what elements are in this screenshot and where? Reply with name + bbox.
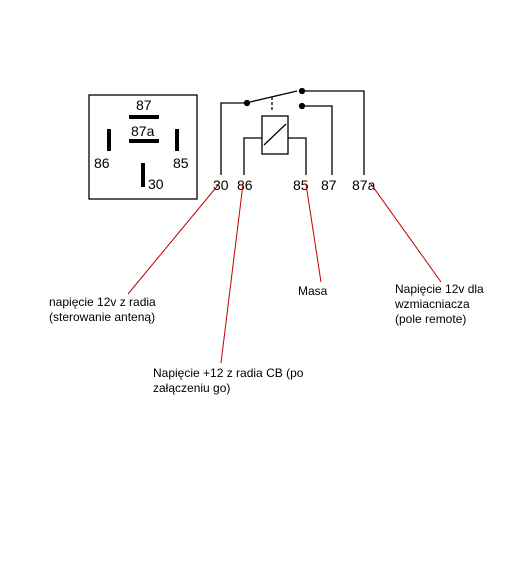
top-pin-30-label: 30 — [148, 176, 164, 192]
wire-pin-87 — [305, 105, 333, 175]
top-pin-85-label: 85 — [173, 155, 189, 171]
leader-pin-85 — [305, 183, 322, 283]
sch-pin-87-label: 87 — [321, 177, 337, 193]
note-pin-30-line1: napięcie 12v z radia — [49, 295, 156, 309]
note-pin-30: napięcie 12v z radia (sterowanie anteną) — [49, 295, 156, 325]
sch-pin-30-label: 30 — [213, 177, 229, 193]
note-pin-30-line2: (sterowanie anteną) — [49, 310, 156, 324]
contact-87 — [298, 87, 306, 95]
note-pin-87a-line1: Napięcie 12v dla — [395, 282, 484, 296]
leader-pin-30 — [127, 183, 220, 295]
sch-pin-86-label: 86 — [237, 177, 253, 193]
leader-pin-86 — [220, 183, 244, 364]
note-pin-85: Masa — [298, 284, 327, 299]
relay-schematic — [220, 87, 365, 175]
relay-body-outline — [88, 94, 198, 200]
sch-pin-87a-label: 87a — [352, 177, 376, 193]
top-pin-86-label: 86 — [94, 155, 110, 171]
wire-pin-85 — [288, 137, 307, 175]
leader-pin-87a — [370, 183, 442, 283]
leader-lines — [127, 183, 442, 364]
note-pin-85-line1: Masa — [298, 284, 328, 298]
coil-diagonal — [263, 123, 287, 146]
contact-87a — [298, 102, 306, 110]
note-pin-87a-line3: (pole remote) — [395, 312, 467, 326]
relay-coil — [261, 115, 289, 155]
note-pin-87a-line2: wzmiacniacza — [395, 297, 470, 311]
switch-arm — [249, 90, 298, 103]
contact-common — [243, 99, 251, 107]
sch-pin-85-label: 85 — [293, 177, 309, 193]
top-pin-87-label: 87 — [136, 97, 152, 113]
wire-pin-30 — [220, 102, 244, 175]
relay-top-view: 87 87a 86 85 30 — [88, 94, 198, 200]
wire-pin-86 — [243, 137, 262, 175]
note-pin-87a: Napięcie 12v dla wzmiacniacza (pole remo… — [395, 282, 484, 327]
top-pin-87a-label: 87a — [131, 123, 155, 139]
note-pin-86-line1: Napięcie +12 z radia CB (po — [153, 366, 304, 380]
note-pin-86-line2: załączeniu go) — [153, 381, 231, 395]
wire-pin-87a — [305, 90, 365, 175]
note-pin-86: Napięcie +12 z radia CB (po załączeniu g… — [153, 366, 303, 396]
